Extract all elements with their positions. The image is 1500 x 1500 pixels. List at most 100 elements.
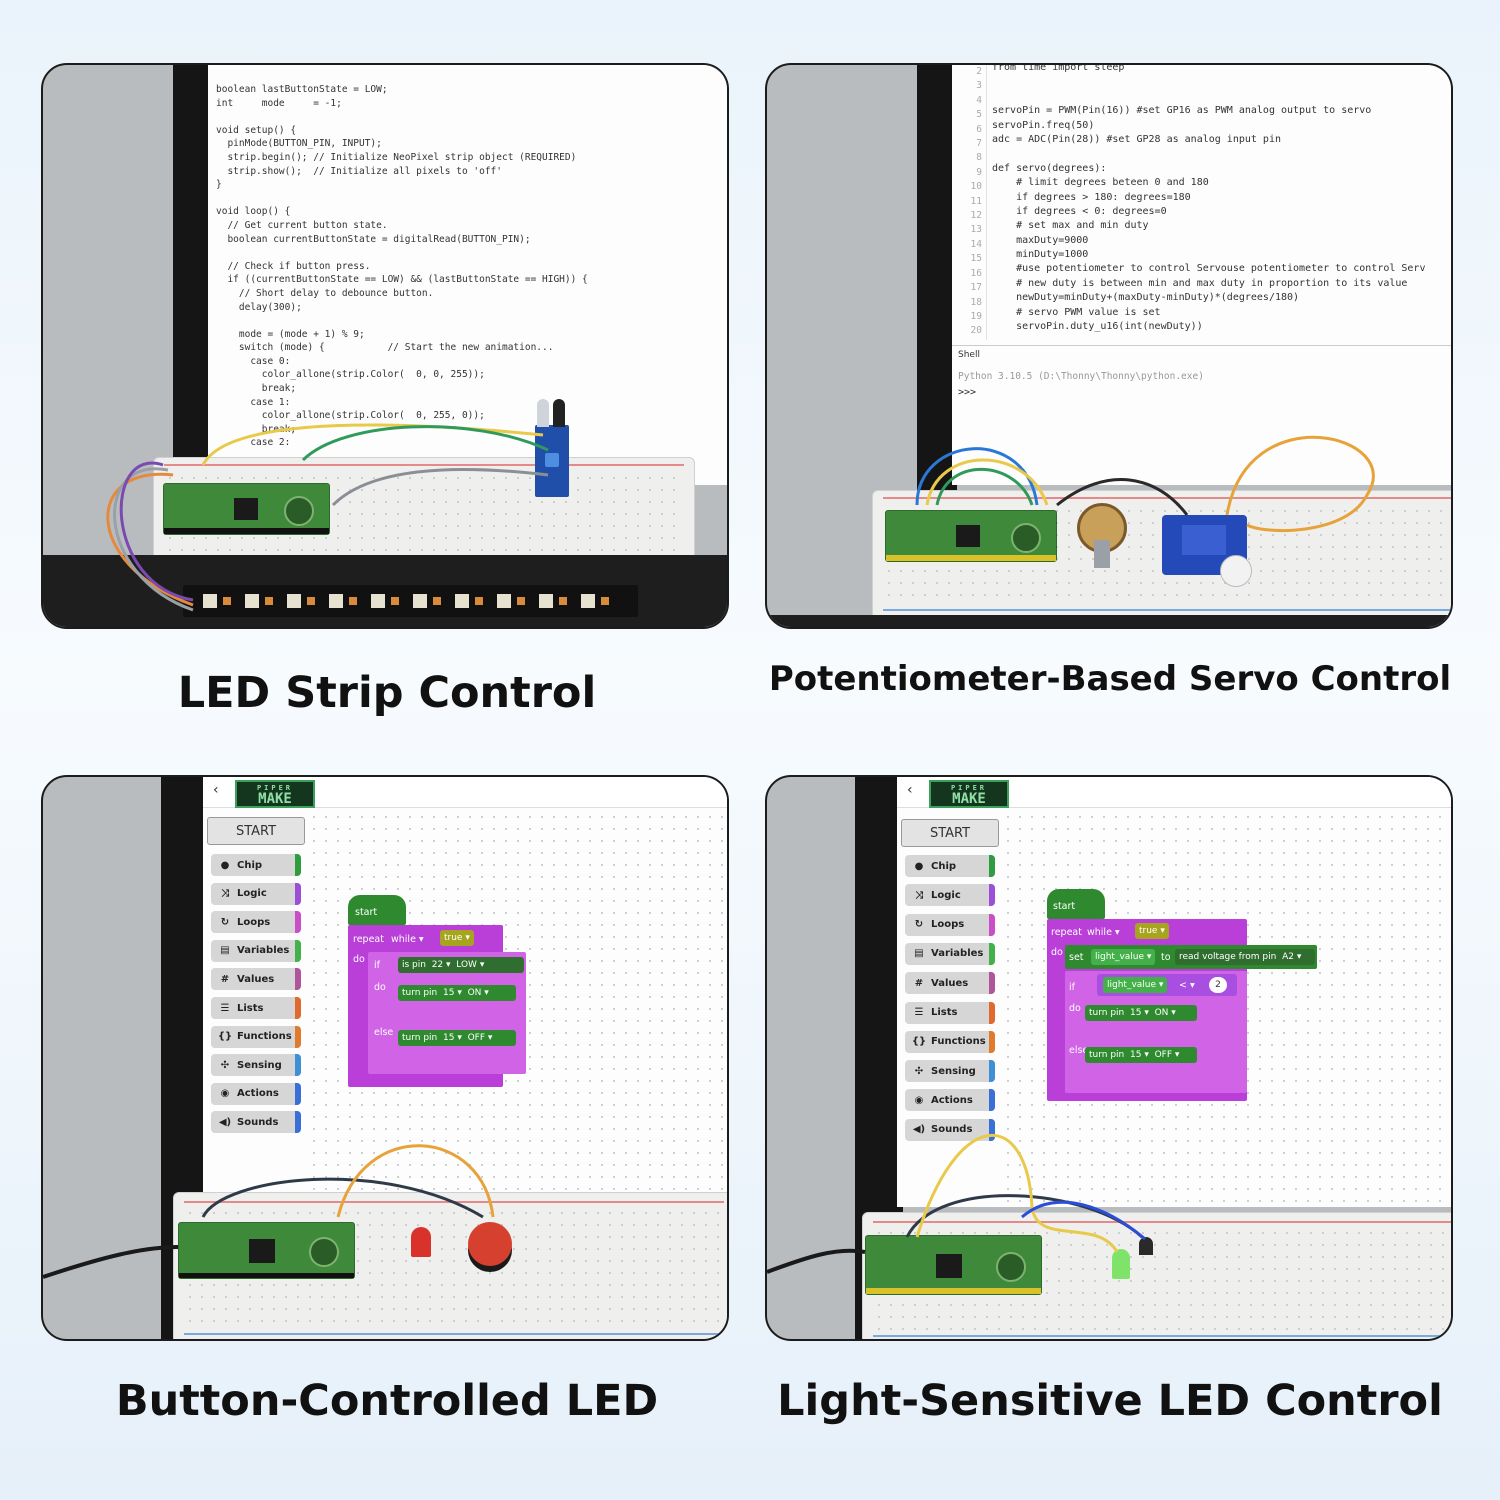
sidebar-item-sounds[interactable]: ◀)Sounds — [905, 1118, 995, 1141]
sidebar-item-logic[interactable]: ⤨ Logic — [211, 882, 301, 905]
turn-pin-off-block[interactable]: turn pin 15 ▾ OFF ▾ — [1085, 1047, 1197, 1063]
actions-icon: ◉ — [220, 1088, 230, 1100]
sidebar-item-logic[interactable]: ⤨Logic — [905, 884, 995, 907]
code-line: servoPin = PWM(Pin(16)) #set GP16 as PWM… — [992, 105, 1372, 117]
code-line: delay(300); — [216, 301, 302, 313]
sidebar-item-functions[interactable]: {}Functions — [211, 1025, 301, 1048]
sidebar-item-lists[interactable]: ☰Lists — [905, 1001, 995, 1024]
line-number: 17 — [970, 282, 982, 294]
repeat-label: repeat — [353, 934, 384, 945]
turn-pin-on-block[interactable]: turn pin 15 ▾ ON ▾ — [1085, 1005, 1197, 1021]
else-label: else — [374, 1027, 394, 1038]
sensing-icon: ✣ — [220, 1059, 230, 1071]
while-dropdown[interactable]: while ▾ — [391, 934, 424, 945]
do-label: do — [1051, 947, 1063, 958]
sidebar-item-sensing[interactable]: ✣Sensing — [905, 1060, 995, 1083]
code-line: void setup() { — [216, 124, 297, 136]
true-dropdown[interactable]: true ▾ — [1135, 923, 1169, 939]
caption-button-led: Button-Controlled LED — [115, 1376, 659, 1426]
sidebar-item-loops[interactable]: ↻Loops — [211, 911, 301, 934]
number-input[interactable]: 2 — [1209, 977, 1227, 993]
do-label: do — [1069, 1003, 1081, 1014]
back-chevron-icon[interactable]: ‹ — [907, 782, 913, 798]
less-than-dropdown[interactable]: < ▾ — [1179, 980, 1195, 991]
shell-tab[interactable]: Shell — [958, 350, 980, 360]
start-button[interactable]: START — [207, 817, 305, 845]
actions-icon: ◉ — [914, 1094, 924, 1106]
back-chevron-icon[interactable]: ‹ — [213, 782, 219, 798]
hash-icon: # — [914, 977, 924, 989]
line-number: 19 — [970, 310, 982, 322]
sidebar-item-values[interactable]: #Values — [905, 972, 995, 995]
sidebar-item-label: Loops — [931, 919, 965, 931]
code-line: adc = ADC(Pin(28)) #set GP28 as analog i… — [992, 133, 1281, 145]
sidebar-item-label: Logic — [931, 889, 961, 901]
ir-sensor-module — [535, 399, 569, 497]
sidebar-item-actions[interactable]: ◉Actions — [211, 1082, 301, 1105]
read-voltage-block[interactable]: read voltage from pin A2 ▾ — [1175, 949, 1315, 965]
sidebar-item-label: Values — [237, 973, 275, 985]
code-line: # servo PWM value is set — [992, 306, 1161, 318]
raspberry-pi-pico — [885, 510, 1057, 562]
line-number: 10 — [970, 181, 982, 193]
sidebar-item-label: Chip — [237, 859, 263, 871]
raspberry-pi-pico — [163, 483, 330, 535]
sidebar-item-variables[interactable]: ▤Variables — [905, 942, 995, 965]
do-label: do — [353, 954, 365, 965]
sidebar-item-label: Actions — [931, 1094, 973, 1106]
code-area[interactable]: boolean lastButtonState = LOW;int mode =… — [216, 83, 588, 450]
turn-pin-off-block[interactable]: turn pin 15 ▾ OFF ▾ — [398, 1030, 516, 1046]
code-line: // Check if button press. — [216, 260, 371, 272]
light-value-dropdown[interactable]: light_value ▾ — [1091, 949, 1156, 965]
sidebar-item-sensing[interactable]: ✣Sensing — [211, 1054, 301, 1077]
sidebar-item-actions[interactable]: ◉ Actions — [905, 1089, 995, 1112]
sidebar-item-lists[interactable]: ☰Lists — [211, 997, 301, 1019]
if-label: if — [1069, 982, 1075, 993]
if-label: if — [374, 960, 380, 971]
sidebar-item-label: Functions — [237, 1031, 292, 1043]
code-line: color_allone(strip.Color( 0, 0, 255)); — [216, 369, 485, 381]
code-line: newDuty=minDuty+(maxDuty-minDuty)*(degre… — [992, 292, 1300, 304]
line-number: 8 — [976, 152, 982, 164]
servo-motor — [1162, 515, 1252, 587]
sidebar-item-chip[interactable]: ●Chip — [905, 855, 995, 877]
while-dropdown[interactable]: while ▾ — [1087, 927, 1120, 938]
sidebar-item-label: Logic — [237, 888, 267, 900]
sidebar-item-values[interactable]: #Values — [211, 968, 301, 991]
sensing-icon: ✣ — [914, 1065, 924, 1077]
caption-light-led: Light-Sensitive LED Control — [777, 1376, 1443, 1426]
line-number: 9 — [976, 166, 982, 178]
jumper-wires — [43, 1144, 495, 1279]
sidebar-item-chip[interactable]: ●Chip — [211, 854, 301, 876]
is-pin-block[interactable]: is pin 22 ▾ LOW ▾ — [398, 957, 524, 973]
sidebar-item-label: Variables — [931, 948, 984, 960]
shuffle-icon: ⤨ — [221, 888, 229, 900]
code-line: void loop() { — [216, 206, 291, 218]
sidebar-item-label: Lists — [931, 1007, 958, 1018]
sidebar-item-functions[interactable]: {}Functions — [905, 1030, 995, 1053]
shell-prompt[interactable]: >>> — [958, 387, 977, 398]
turn-pin-on-block[interactable]: turn pin 15 ▾ ON ▾ — [398, 985, 516, 1001]
line-number: 16 — [970, 267, 982, 279]
line-number: 5 — [976, 109, 982, 121]
sidebar-item-sounds[interactable]: ◀)Sounds — [211, 1111, 301, 1134]
start-button[interactable]: START — [901, 819, 999, 847]
sidebar-item-variables[interactable]: ▤Variables — [211, 939, 301, 962]
loop-icon: ↻ — [220, 916, 230, 928]
line-number: 14 — [970, 238, 982, 250]
code-line: case 1: — [216, 396, 291, 408]
light-value-dropdown[interactable]: light_value ▾ — [1103, 977, 1168, 993]
line-number: 18 — [970, 296, 982, 308]
circle-icon: ● — [914, 860, 924, 872]
sidebar-item-loops[interactable]: ↻Loops — [905, 913, 995, 936]
true-dropdown[interactable]: true ▾ — [440, 930, 474, 946]
line-number: 4 — [976, 94, 982, 106]
code-line: boolean lastButtonState = LOW; — [216, 84, 388, 95]
